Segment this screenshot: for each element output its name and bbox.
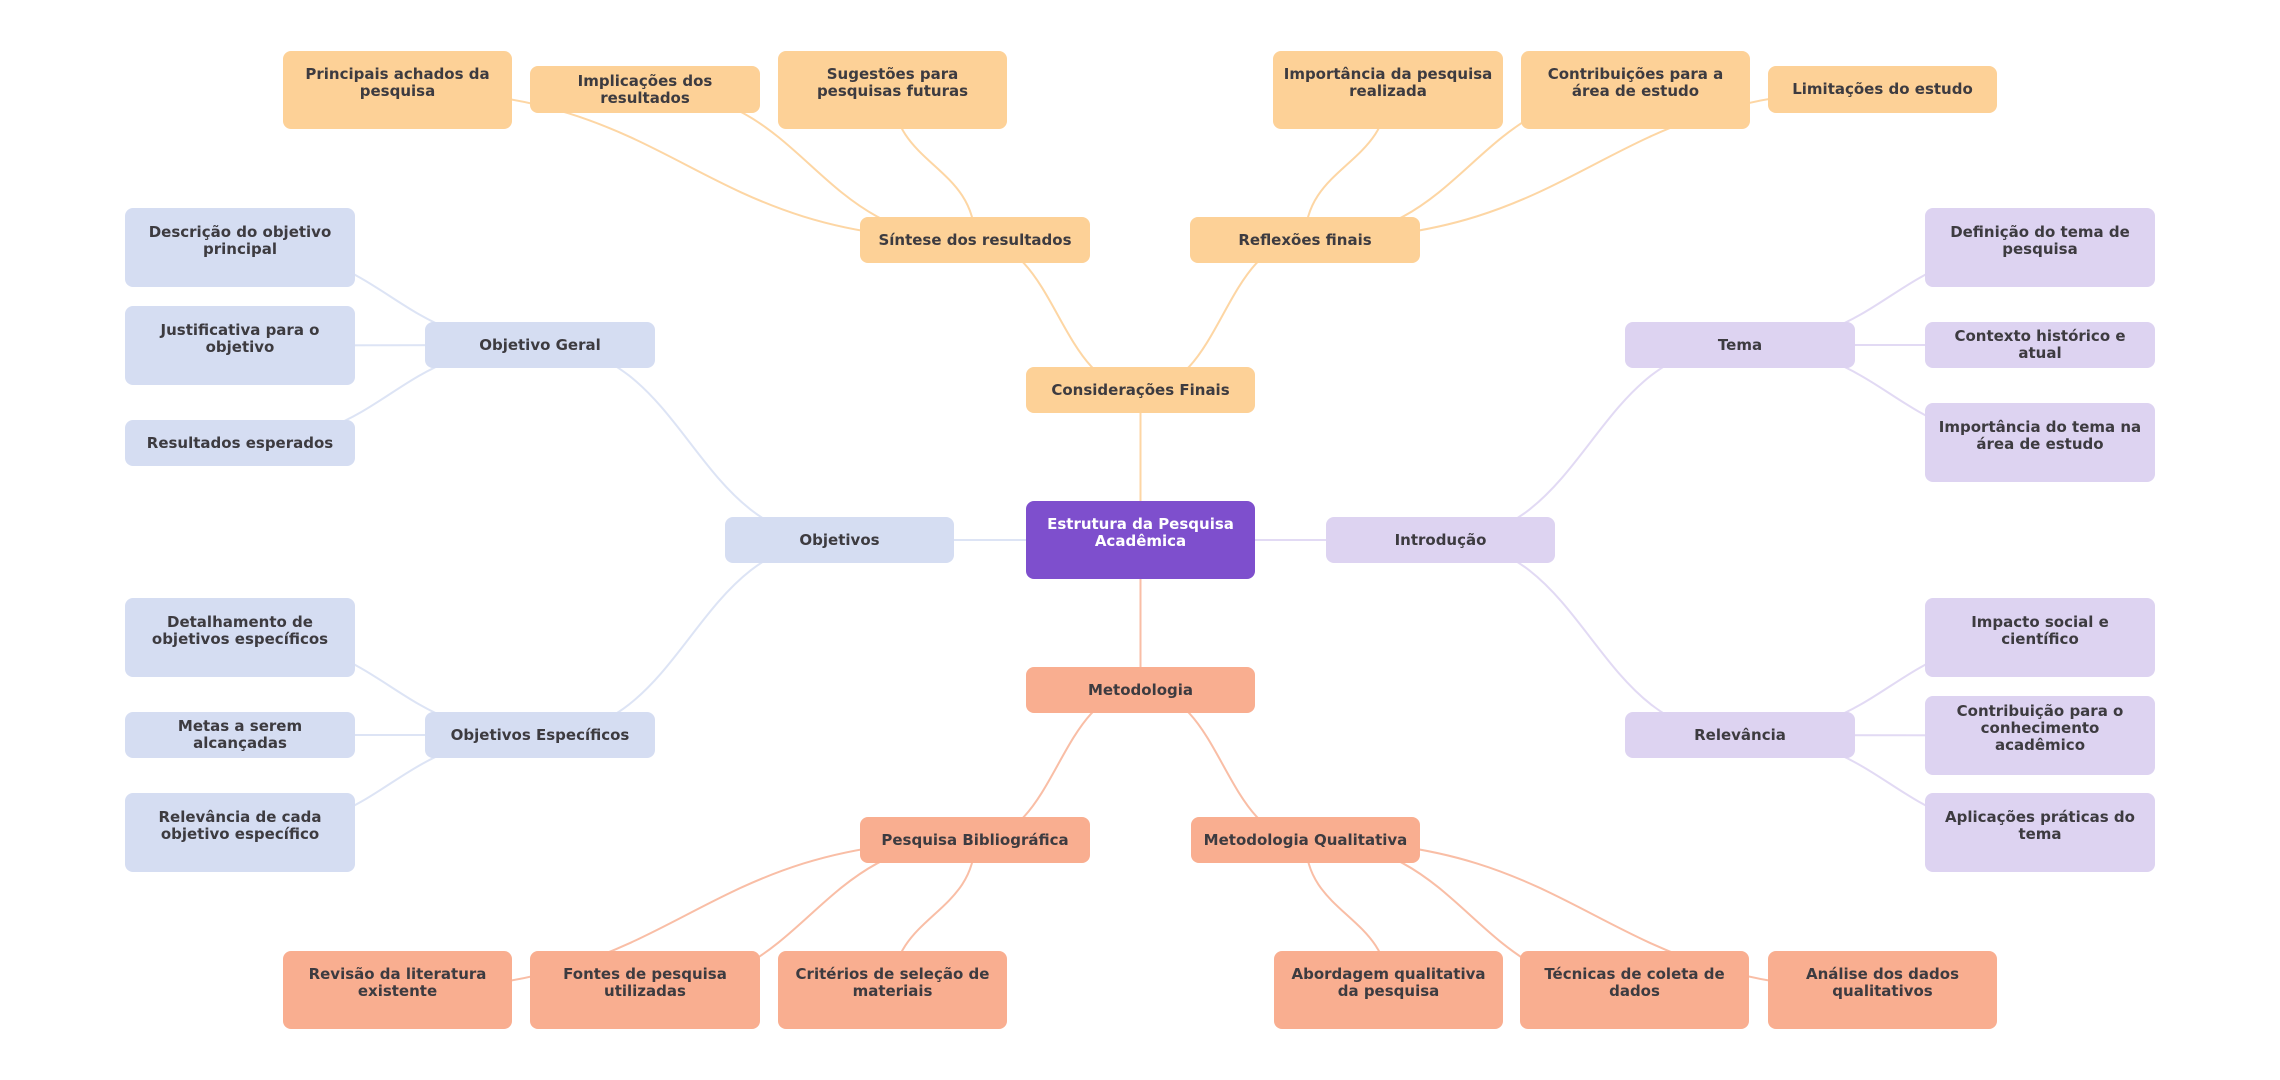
node-reflexoes-finais[interactable]: Reflexões finais [1190,217,1420,263]
node-importancia-da-pesquisa[interactable]: Importância da pesquisa realizada [1273,51,1503,129]
node-label: Relevância [1694,725,1786,744]
node-label: Pesquisa Bibliográfica [881,830,1069,849]
node-principais-achados[interactable]: Principais achados da pesquisa [283,51,512,129]
node-contribuicoes-area-estudo[interactable]: Contribuições para a área de estudo [1521,51,1750,129]
node-metodologia-qualitativa[interactable]: Metodologia Qualitativa [1191,817,1420,863]
node-label: Aplicações práticas do tema [1945,807,2135,843]
node-detalhamento-objetivos[interactable]: Detalhamento de objetivos específicos [125,598,355,677]
node-resultados-esperados[interactable]: Resultados esperados [125,420,355,466]
node-label: Impacto social e científico [1971,612,2109,648]
node-label: Metodologia Qualitativa [1203,830,1408,849]
connector-objetivos-objetivos_especificos [539,539,840,736]
node-revisao-literatura[interactable]: Revisão da literatura existente [283,951,512,1029]
node-label: Síntese dos resultados [878,230,1072,249]
connector-introducao-tema [1440,344,1741,541]
node-introducao[interactable]: Introdução [1326,517,1555,563]
node-label: Técnicas de coleta de dados [1544,965,1725,1000]
node-label: Tema [1717,335,1763,354]
node-label: Introdução [1394,530,1487,549]
connector-introducao-relevancia [1440,539,1741,736]
node-label: Fontes de pesquisa utilizadas [563,965,727,1000]
node-metas-alcancadas[interactable]: Metas a serem alcançadas [125,712,355,758]
node-label: Detalhamento de objetivos específicos [151,612,329,648]
node-descricao-objetivo-principal[interactable]: Descrição do objetivo principal [125,208,355,287]
node-relevancia-cada-objetivo[interactable]: Relevância de cada objetivo específico [125,793,355,872]
node-label: Definição do tema de pesquisa [1950,222,2130,258]
node-aplicacoes-praticas[interactable]: Aplicações práticas do tema [1925,793,2155,872]
connector-objetivos-objetivo_geral [539,344,840,541]
root-label: Estrutura da Pesquisa Acadêmica [1047,515,1234,550]
node-label: Principais achados da pesquisa [305,65,490,100]
node-analise-dados[interactable]: Análise dos dados qualitativos [1768,951,1997,1029]
node-label: Reflexões finais [1238,230,1372,249]
node-criterios-selecao[interactable]: Critérios de seleção de materiais [778,951,1007,1029]
node-label: Metas a serem alcançadas [177,717,303,752]
node-label: Sugestões para pesquisas futuras [816,65,969,100]
node-implicacoes-dos-resultados[interactable]: Implicações dos resultados [530,66,760,113]
node-label: Limitações do estudo [1792,80,1973,98]
node-contexto-historico[interactable]: Contexto histórico e atual [1925,322,2155,368]
node-limitacoes-do-estudo[interactable]: Limitações do estudo [1768,66,1997,113]
node-justificativa-objetivo[interactable]: Justificativa para o objetivo [125,306,355,385]
node-label: Considerações Finais [1051,380,1230,399]
node-metodologia[interactable]: Metodologia [1026,667,1255,713]
node-label: Importância da pesquisa realizada [1283,65,1493,100]
node-abordagem-qualitativa[interactable]: Abordagem qualitativa da pesquisa [1274,951,1503,1029]
node-sugestoes-pesquisas-futuras[interactable]: Sugestões para pesquisas futuras [778,51,1007,129]
node-label: Revisão da literatura existente [308,965,487,1000]
node-definicao-tema[interactable]: Definição do tema de pesquisa [1925,208,2155,287]
node-tema[interactable]: Tema [1625,322,1855,368]
node-label: Contribuição para o conhecimento acadêmi… [1956,702,2124,754]
node-objetivo-geral[interactable]: Objetivo Geral [425,322,655,368]
node-label: Justificativa para o objetivo [160,320,320,356]
node-label: Análise dos dados qualitativos [1805,965,1960,1000]
node-impacto-social[interactable]: Impacto social e científico [1925,598,2155,677]
node-fontes-pesquisa[interactable]: Fontes de pesquisa utilizadas [530,951,760,1029]
node-pesquisa-bibliografica[interactable]: Pesquisa Bibliográfica [860,817,1090,863]
node-label: Descrição do objetivo principal [148,222,332,258]
node-sintese-dos-resultados[interactable]: Síntese dos resultados [860,217,1090,263]
node-consideracoes-finais[interactable]: Considerações Finais [1026,367,1255,413]
node-label: Contexto histórico e atual [1954,327,2126,362]
node-label: Implicações dos resultados [577,71,713,107]
node-label: Resultados esperados [146,433,334,452]
node-contribuicao-conhecimento[interactable]: Contribuição para o conhecimento acadêmi… [1925,696,2155,775]
node-label: Objetivos Específicos [450,725,630,744]
node-relevancia[interactable]: Relevância [1625,712,1855,758]
node-label: Critérios de seleção de materiais [795,965,990,1000]
node-label: Contribuições para a área de estudo [1547,65,1724,100]
node-label: Relevância de cada objetivo específico [158,807,322,843]
node-objetivos[interactable]: Objetivos [725,517,954,563]
root-node[interactable]: Estrutura da Pesquisa Acadêmica [1026,501,1255,579]
node-importancia-tema[interactable]: Importância do tema na área de estudo [1925,403,2155,482]
node-tecnicas-coleta[interactable]: Técnicas de coleta de dados [1520,951,1749,1029]
node-label: Importância do tema na área de estudo [1938,417,2142,453]
node-label: Abordagem qualitativa da pesquisa [1291,965,1486,1000]
node-label: Metodologia [1087,680,1194,699]
node-objetivos-especificos[interactable]: Objetivos Específicos [425,712,655,758]
node-label: Objetivo Geral [479,335,601,354]
node-label: Objetivos [799,530,880,549]
